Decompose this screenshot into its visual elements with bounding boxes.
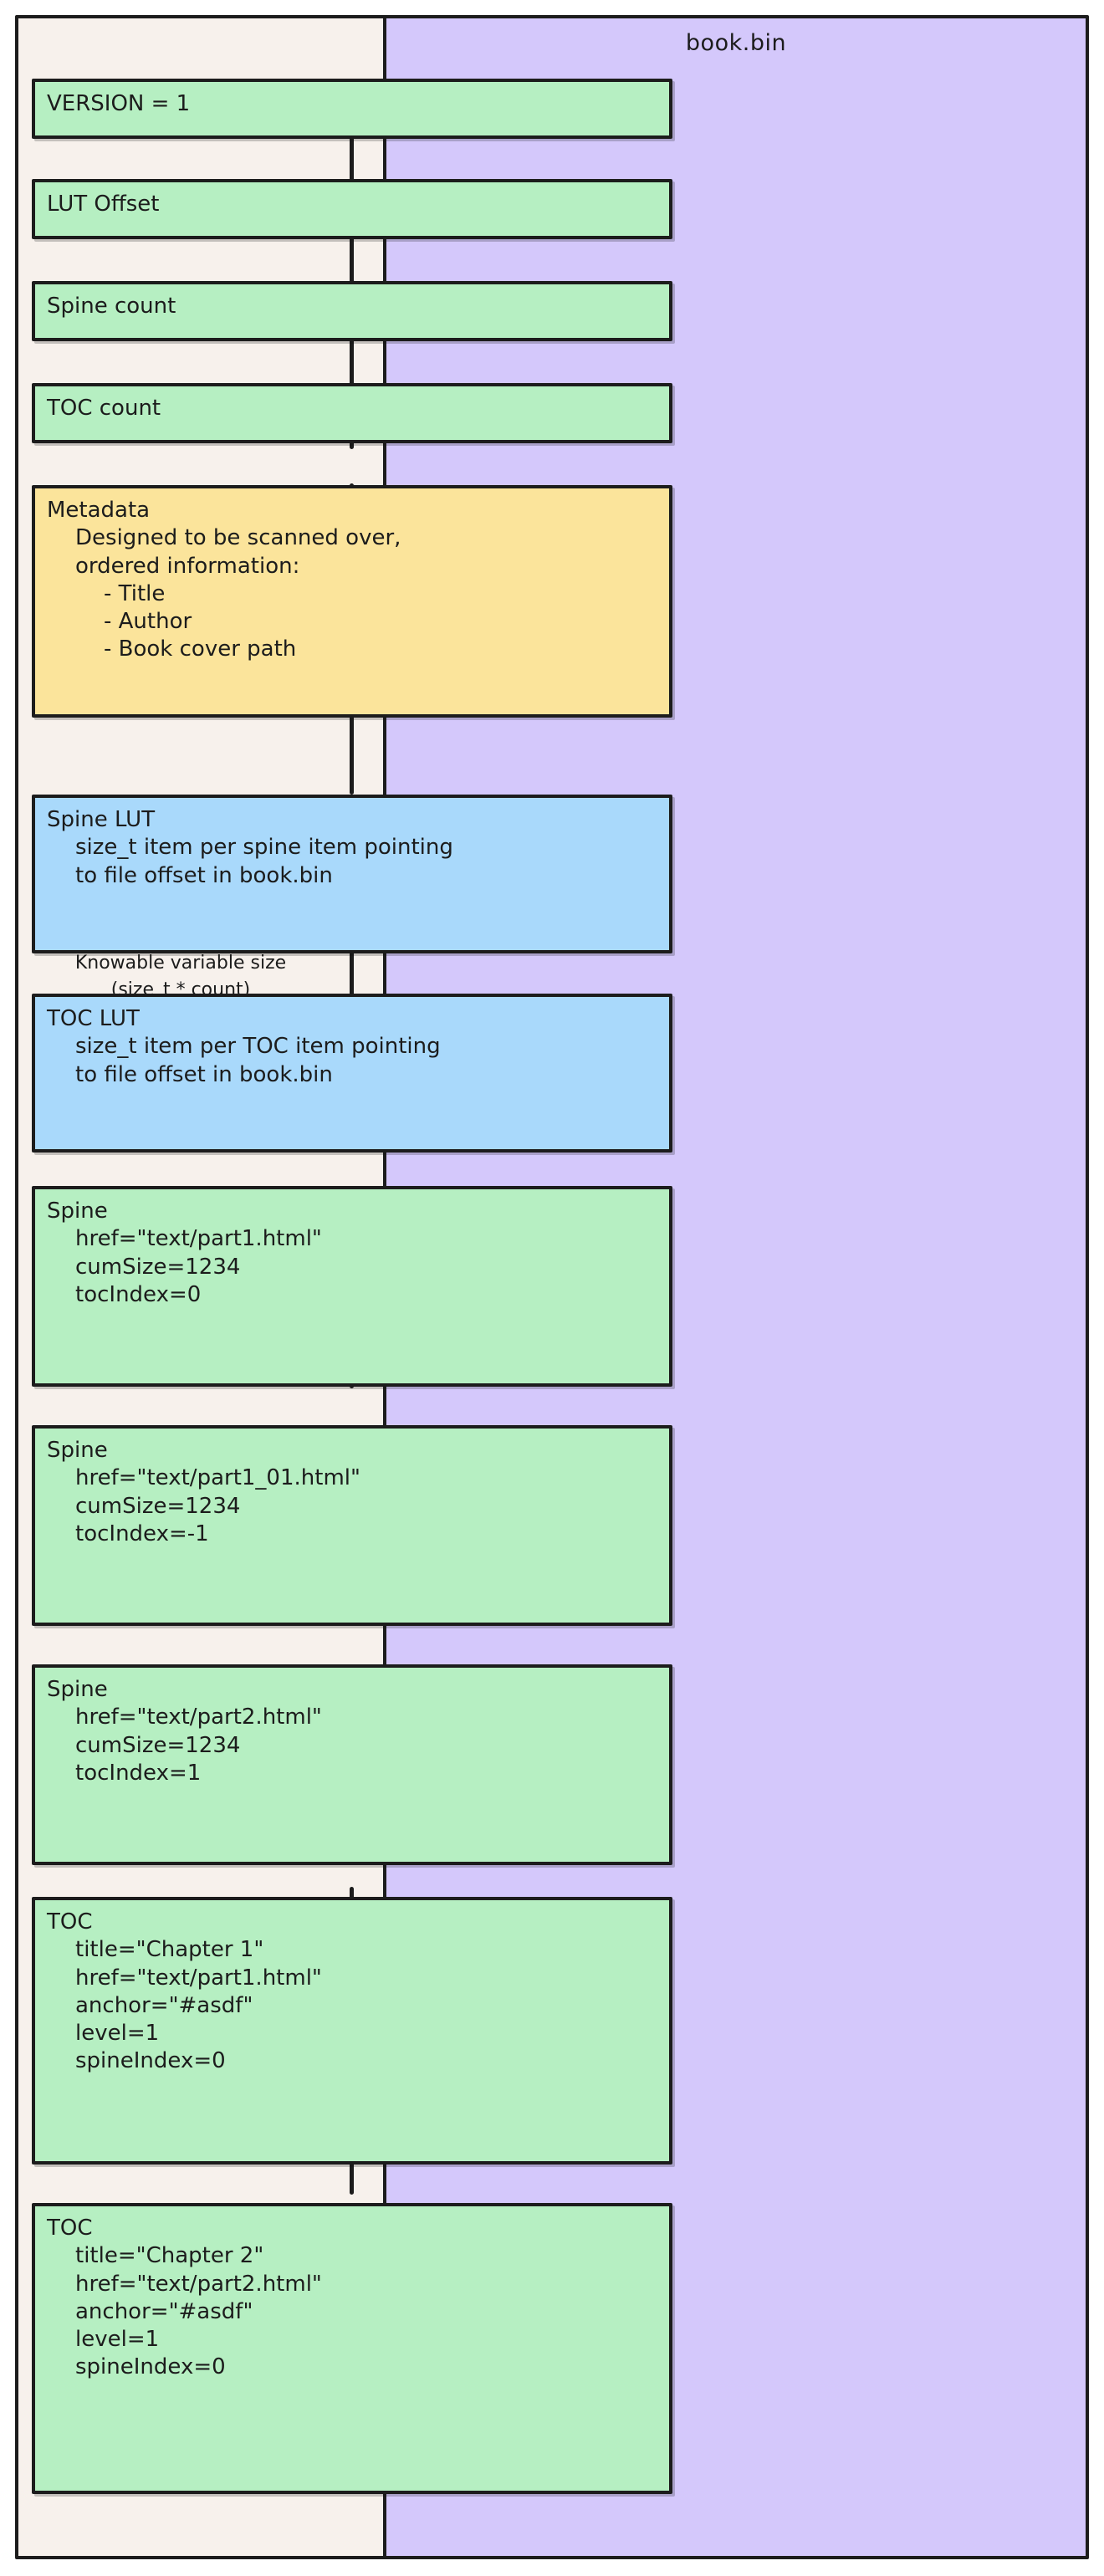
block-spine-3-line-3: tocIndex=1 <box>75 1760 202 1786</box>
block-toc-2-line-5: spineIndex=0 <box>75 2354 226 2380</box>
block-spine-count-title: Spine count <box>47 294 176 319</box>
block-toc-1-line-4: level=1 <box>75 2021 160 2047</box>
block-version: VERSION = 1 <box>32 79 672 139</box>
block-spine-1-title: Spine <box>47 1199 108 1224</box>
block-toc-2-line-3: anchor="#asdf" <box>75 2298 253 2324</box>
section-bracket-1 <box>350 79 354 449</box>
block-metadata-line-2: ordered information: <box>75 553 300 579</box>
block-spine-lut-title: Spine LUT <box>47 807 156 832</box>
block-spine-2-title: Spine <box>47 1438 108 1463</box>
block-spine-3-line-1: href="text/part2.html" <box>75 1705 322 1730</box>
block-spine-2-line-1: href="text/part1_01.html" <box>75 1465 360 1491</box>
block-toc-lut: TOC LUT size_t item per TOC item pointing… <box>32 994 672 1153</box>
block-metadata-line-3: - Title <box>104 580 166 606</box>
block-toc-1-line-2: href="text/part1.html" <box>75 1965 322 1991</box>
block-metadata-line-4: - Author <box>104 609 192 635</box>
block-spine-2-line-2: cumSize=1234 <box>75 1493 241 1519</box>
block-toc-2-line-2: href="text/part2.html" <box>75 2271 322 2297</box>
block-toc-2-line-4: level=1 <box>75 2327 160 2353</box>
block-toc-lut-title: TOC LUT <box>47 1006 140 1031</box>
section-bracket-3 <box>350 828 354 1153</box>
block-lut-offset-title: LUT Offset <box>47 192 160 217</box>
block-metadata-title: Metadata <box>47 498 151 523</box>
block-toc-1-title: TOC <box>47 1909 93 1935</box>
block-toc-1-line-5: spineIndex=0 <box>75 2048 226 2074</box>
block-spine-1-line-3: tocIndex=0 <box>75 1281 202 1307</box>
block-spine-3-line-2: cumSize=1234 <box>75 1732 241 1758</box>
block-spine-count: Spine count <box>32 281 672 341</box>
block-lut-offset: LUT Offset <box>32 179 672 239</box>
block-spine-lut: Spine LUT size_t item per spine item poin… <box>32 795 672 953</box>
block-spine-1-line-1: href="text/part1.html" <box>75 1226 322 1252</box>
container-title: book.bin <box>685 30 787 56</box>
block-version-title: VERSION = 1 <box>47 91 191 116</box>
block-spine-1-line-2: cumSize=1234 <box>75 1254 241 1280</box>
block-toc-lut-line-1: size_t item per TOC item pointing <box>75 1034 441 1060</box>
block-metadata-line-1: Designed to be scanned over, <box>75 525 401 551</box>
block-metadata-line-5: - Book cover path <box>104 636 297 662</box>
block-spine-2-line-3: tocIndex=-1 <box>75 1521 209 1546</box>
block-toc-count-title: TOC count <box>47 396 161 421</box>
block-toc-lut-line-2: to file offset in book.bin <box>75 1061 333 1087</box>
block-toc-1-line-3: anchor="#asdf" <box>75 1992 253 2018</box>
block-spine-lut-line-1: size_t item per spine item pointing <box>75 835 453 861</box>
block-spine-lut-line-2: to file offset in book.bin <box>75 862 333 888</box>
block-toc-2-title: TOC <box>47 2216 93 2241</box>
block-toc-1-line-1: title="Chapter 1" <box>75 1937 264 1963</box>
block-spine-3-title: Spine <box>47 1677 108 1702</box>
block-toc-2-line-1: title="Chapter 2" <box>75 2243 264 2269</box>
block-toc-count: TOC count <box>32 383 672 443</box>
